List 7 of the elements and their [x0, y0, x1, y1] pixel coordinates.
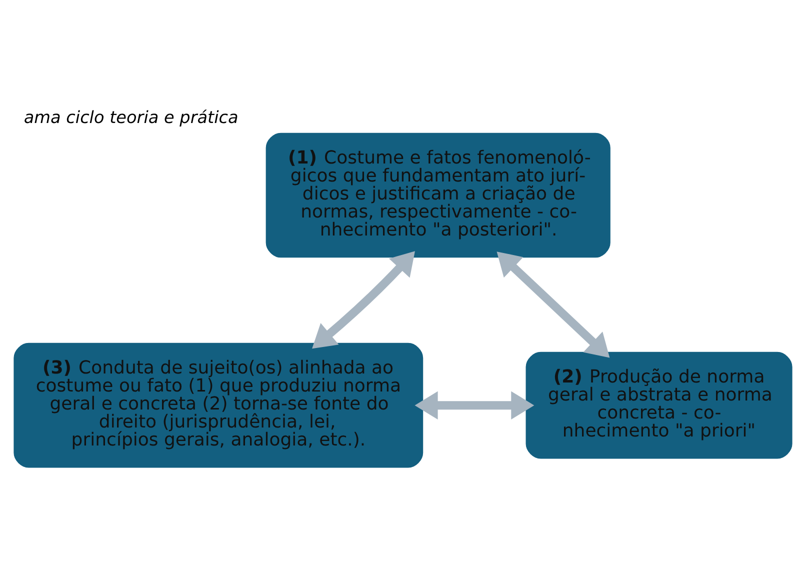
- node-box: (2) Produção de norma geral e abstrata e norma concreta - co- nhecimento "a priori": [525, 351, 792, 458]
- node-box: (3) Conduta de sujeito(os) alinhada ao costume ou fato (1) que produziu norma geral e concreta (2) torna-se fonte do direito (jurisprudência, lei, princípios gerais, analogia, etc.).: [13, 342, 423, 468]
- diagram-title: ama ciclo teoria e prática: [23, 106, 238, 126]
- arrow: [496, 251, 610, 358]
- arrow: [414, 390, 534, 419]
- arrow: [312, 250, 414, 348]
- node-box: (1) Costume e fatos fenomenoló- gicos que fundamentam ato jurí- dicos e justificam a criação de normas, respectivamente - co- nhecimento "a posteriori".: [265, 132, 610, 258]
